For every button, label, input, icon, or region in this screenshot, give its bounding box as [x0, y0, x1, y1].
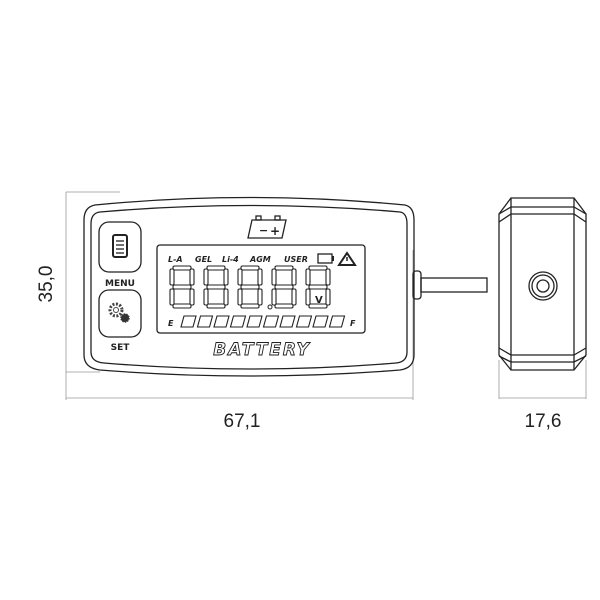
gauge-empty-label: E: [168, 319, 174, 328]
digit-segment: [203, 268, 209, 286]
digit-segment: [305, 288, 311, 306]
gauge-segment: [196, 315, 214, 328]
digit-segment: [172, 303, 192, 309]
side-dimension-lines: [498, 360, 587, 399]
gauge-segment: [328, 315, 346, 328]
battery-icon: − +: [247, 215, 287, 239]
seven-segment-digits: [169, 265, 331, 309]
digit-segment: [237, 288, 243, 306]
digit: [203, 265, 229, 309]
digit-segment: [240, 303, 260, 309]
digit-segment: [325, 268, 331, 286]
svg-text:−: −: [259, 224, 268, 237]
warning-icon: [337, 251, 357, 266]
digit-segment: [308, 265, 328, 271]
set-label: SET: [111, 343, 131, 353]
gear-icon: [108, 302, 130, 323]
digit-segment: [308, 303, 328, 309]
gauge-segment: [229, 315, 247, 328]
digit-segment: [206, 303, 226, 309]
digit-segment: [274, 303, 294, 309]
width-dimension: 67,1: [224, 411, 261, 432]
mode-gel: GEL: [195, 255, 212, 264]
charging-icon: [317, 253, 334, 264]
digit-segment: [291, 288, 297, 306]
digit-segment: [203, 288, 209, 306]
digit-segment: [223, 288, 229, 306]
digit-segment: [305, 268, 311, 286]
connector-port: [528, 271, 558, 301]
digit-segment: [172, 265, 192, 271]
mode-user: USER: [284, 255, 308, 264]
digit-segment: [325, 288, 331, 306]
digit-segment: [271, 288, 277, 306]
digit-segment: [257, 288, 263, 306]
menu-button[interactable]: [98, 221, 142, 273]
gauge-segment: [262, 315, 280, 328]
digit-segment: [189, 268, 195, 286]
digit-segment: [274, 284, 294, 290]
digit-segment: [237, 268, 243, 286]
digit-segment: [308, 284, 328, 290]
digit-segment: [169, 288, 175, 306]
svg-text:+: +: [270, 224, 280, 238]
gauge-segment: [295, 315, 313, 328]
digit-segment: [206, 284, 226, 290]
digit: [271, 265, 297, 309]
depth-dimension: 17,6: [525, 411, 562, 432]
gauge-segment: [180, 315, 197, 328]
digit-segment: [169, 268, 175, 286]
digit-segment: [274, 265, 294, 271]
digit: [305, 265, 331, 309]
lcd-display: L-A GEL Li-4 AGM USER V E F: [156, 244, 366, 334]
mode-agm: AGM: [249, 255, 271, 264]
unit-volts: V: [315, 295, 323, 306]
height-dimension: 35,0: [36, 266, 57, 303]
meter-front-body: [83, 196, 415, 377]
digit-segment: [206, 265, 226, 271]
menu-icon: [112, 234, 128, 258]
digit-segment: [271, 268, 277, 286]
mode-la: L-A: [168, 255, 183, 264]
digit-segment: [257, 268, 263, 286]
digit: [237, 265, 263, 309]
gauge-full-label: F: [350, 319, 356, 328]
digit-segment: [189, 288, 195, 306]
digit-segment: [291, 268, 297, 286]
gauge-segment: [246, 315, 263, 328]
gauge-segment: [312, 315, 329, 328]
set-button[interactable]: [98, 289, 142, 338]
digit: [169, 265, 195, 309]
cable: [412, 270, 488, 300]
menu-label: MENU: [105, 279, 135, 289]
charge-gauge: [180, 315, 346, 328]
digit-segment: [240, 265, 260, 271]
gauge-segment: [213, 315, 230, 328]
meter-side-view: [498, 197, 587, 371]
digit-segment: [223, 268, 229, 286]
mode-li4: Li-4: [222, 255, 239, 264]
gauge-segment: [279, 315, 296, 328]
digit-segment: [240, 284, 260, 290]
battery-label: BATTERY: [213, 340, 311, 360]
digit-segment: [172, 284, 192, 290]
decimal-point: [267, 304, 273, 310]
